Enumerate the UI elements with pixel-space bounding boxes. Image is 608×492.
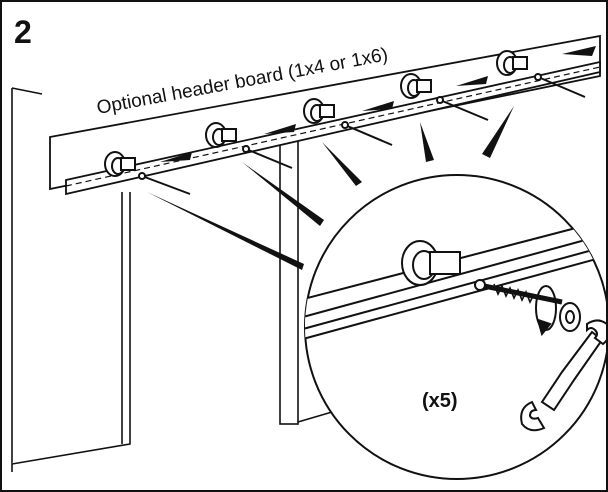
lag-screw-icon (138, 73, 586, 195)
wall-bracket-icon (104, 50, 528, 177)
washer-icon (559, 302, 581, 332)
wall-bracket-icon (401, 240, 461, 286)
lag-screw-icon (474, 279, 563, 305)
quantity-label: (x5) (422, 390, 458, 412)
direction-arrow-icon (160, 46, 596, 162)
callout-lines (147, 106, 514, 270)
step-number: 2 (14, 14, 32, 50)
left-door-panel (11, 192, 131, 465)
detail-magnifier: (x5) (304, 174, 606, 480)
rotation-arrow-icon (535, 285, 557, 337)
wrench-icon (520, 319, 606, 432)
wall-lines (11, 87, 43, 472)
